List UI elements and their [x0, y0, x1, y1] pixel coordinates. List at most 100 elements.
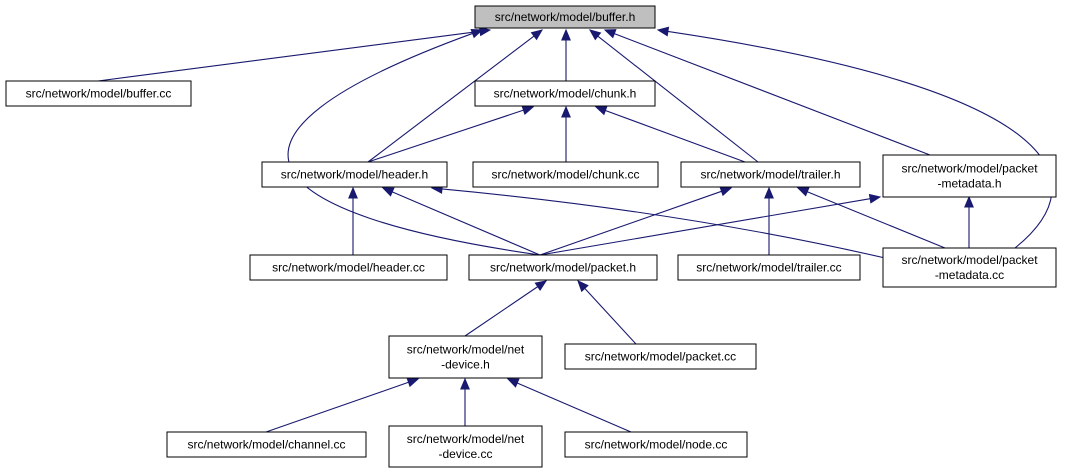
- edge-line: [614, 33, 931, 156]
- node-box[interactable]: [564, 343, 757, 370]
- edge-chunk-h-to-buffer-h: [561, 28, 571, 81]
- edge-arrowhead: [656, 26, 670, 37]
- edge-pktmeta-cc-to-pktmeta-h: [964, 195, 974, 248]
- node-trailer-cc[interactable]: src/network/model/trailer.cc: [677, 254, 861, 281]
- node-box[interactable]: [166, 431, 367, 458]
- edge-netdev-h-to-packet-h: [464, 280, 548, 337]
- node-header-h[interactable]: src/network/model/header.h: [261, 161, 448, 188]
- edge-arrowhead: [534, 280, 548, 291]
- node-box[interactable]: [388, 425, 543, 468]
- node-box[interactable]: [564, 431, 748, 458]
- edge-arrowhead: [594, 105, 608, 116]
- node-box[interactable]: [680, 161, 861, 188]
- node-label: src/network/model/packet: [901, 253, 1038, 267]
- node-buffer-cc[interactable]: src/network/model/buffer.cc: [5, 80, 192, 107]
- edge-arrowhead: [460, 377, 470, 390]
- node-label: src/network/model/packet.cc: [585, 350, 736, 364]
- edge-line: [265, 381, 409, 433]
- node-netdev-h[interactable]: src/network/model/net-device.h: [388, 335, 543, 379]
- edge-line: [539, 190, 722, 256]
- nodes-layer: src/network/model/buffer.h src/network/mo…: [5, 5, 1057, 468]
- node-label: src/network/model/net: [407, 432, 525, 446]
- edge-arrowhead: [521, 105, 535, 116]
- node-label: -device.cc: [438, 447, 492, 461]
- node-box[interactable]: [474, 5, 656, 29]
- edge-netdev-cc-to-netdev-h: [460, 377, 470, 426]
- edge-packet-h-to-header-h: [381, 187, 541, 256]
- node-label: src/network/model/trailer.cc: [696, 261, 841, 275]
- edge-arrowhead: [603, 29, 617, 39]
- edge-line: [605, 109, 746, 163]
- edges-layer: [97, 26, 1053, 433]
- node-box[interactable]: [249, 254, 448, 281]
- edge-pktmeta-h-to-buffer-h: [603, 29, 931, 156]
- edge-packet-h-to-buffer-h: [287, 28, 541, 256]
- edge-packet-cc-to-packet-h: [577, 280, 637, 345]
- edge-line: [464, 286, 539, 337]
- edge-arrowhead: [381, 187, 395, 197]
- node-box[interactable]: [882, 247, 1057, 288]
- edge-line: [584, 287, 637, 345]
- node-pktmeta-h[interactable]: src/network/model/packet-metadata.h: [882, 154, 1057, 198]
- edge-pktmeta-cc-to-buffer-h: [656, 26, 1053, 249]
- edge-arrowhead: [506, 378, 520, 388]
- node-box[interactable]: [388, 335, 543, 379]
- edge-arrowhead: [530, 29, 544, 41]
- edge-arrowhead: [588, 29, 602, 41]
- node-label: src/network/model/node.cc: [585, 438, 728, 452]
- node-node-cc[interactable]: src/network/model/node.cc: [564, 431, 748, 458]
- node-box[interactable]: [474, 80, 656, 107]
- node-label: src/network/model/packet: [901, 162, 1038, 176]
- edge-node-cc-to-netdev-h: [506, 378, 632, 433]
- node-label: src/network/model/trailer.h: [700, 168, 840, 182]
- edge-line: [391, 191, 541, 256]
- edge-line: [287, 32, 541, 256]
- edge-header-h-to-buffer-h: [367, 29, 544, 163]
- edge-header-h-to-chunk-h: [367, 105, 535, 163]
- edge-arrowhead: [561, 105, 571, 118]
- edge-buffer-cc-to-buffer-h: [97, 26, 492, 82]
- node-box[interactable]: [261, 161, 448, 188]
- node-label: src/network/model/chunk.cc: [491, 168, 639, 182]
- edge-arrowhead: [348, 186, 358, 199]
- node-trailer-h[interactable]: src/network/model/trailer.h: [680, 161, 861, 188]
- node-channel-cc[interactable]: src/network/model/channel.cc: [166, 431, 367, 458]
- edge-arrowhead: [577, 280, 589, 293]
- node-packet-h[interactable]: src/network/model/packet.h: [468, 254, 658, 281]
- node-label: src/network/model/chunk.h: [494, 87, 637, 101]
- edge-line: [667, 30, 1053, 249]
- node-label: src/network/model/header.h: [281, 168, 428, 182]
- edge-pktmeta-cc-to-trailer-h: [796, 187, 946, 249]
- edge-chunk-cc-to-chunk-h: [561, 105, 571, 162]
- edge-arrowhead: [868, 193, 882, 204]
- edge-header-cc-to-header-h: [348, 186, 358, 255]
- edge-arrowhead: [719, 186, 733, 197]
- edge-trailer-h-to-buffer-h: [588, 29, 759, 163]
- node-box[interactable]: [677, 254, 861, 281]
- node-box[interactable]: [468, 254, 658, 281]
- node-label: -device.h: [441, 358, 490, 372]
- edge-channel-cc-to-netdev-h: [265, 377, 420, 433]
- node-buffer-h[interactable]: src/network/model/buffer.h: [474, 5, 656, 29]
- node-label: -metadata.h: [937, 177, 1001, 191]
- node-header-cc[interactable]: src/network/model/header.cc: [249, 254, 448, 281]
- node-label: src/network/model/channel.cc: [187, 438, 345, 452]
- edge-arrowhead: [406, 377, 420, 388]
- edge-line: [539, 198, 871, 256]
- node-pktmeta-cc[interactable]: src/network/model/packet-metadata.cc: [882, 247, 1057, 288]
- node-box[interactable]: [472, 161, 659, 188]
- edge-arrowhead: [470, 28, 484, 39]
- edge-line: [597, 35, 759, 163]
- edge-trailer-cc-to-trailer-h: [764, 186, 774, 255]
- edge-arrowhead: [964, 195, 974, 208]
- node-packet-cc[interactable]: src/network/model/packet.cc: [564, 343, 757, 370]
- node-box[interactable]: [882, 154, 1057, 198]
- edge-arrowhead: [561, 28, 571, 41]
- node-label: src/network/model/buffer.cc: [26, 87, 172, 101]
- node-netdev-cc[interactable]: src/network/model/net-device.cc: [388, 425, 543, 468]
- node-chunk-cc[interactable]: src/network/model/chunk.cc: [472, 161, 659, 188]
- node-chunk-h[interactable]: src/network/model/chunk.h: [474, 80, 656, 107]
- node-box[interactable]: [5, 80, 192, 107]
- node-label: src/network/model/header.cc: [272, 261, 425, 275]
